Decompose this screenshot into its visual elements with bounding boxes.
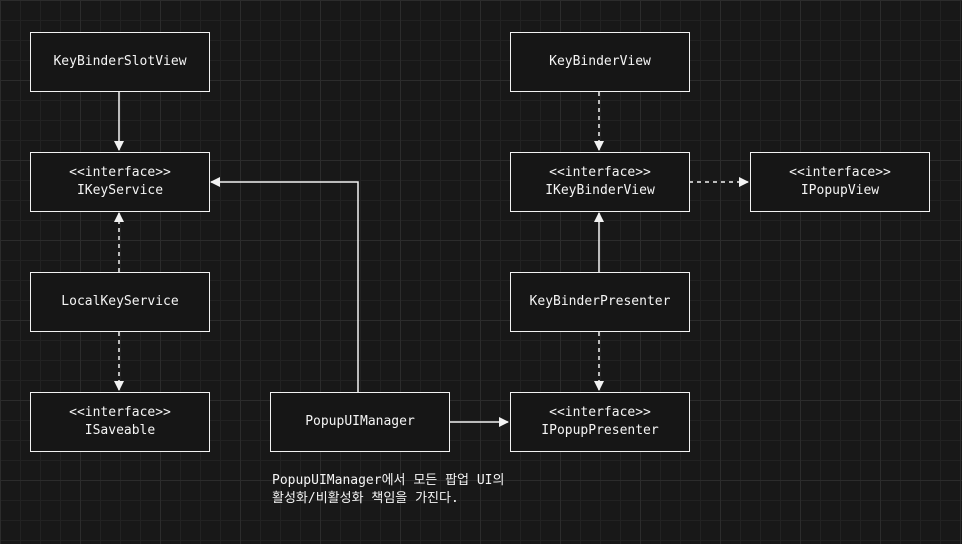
node-popup-ui-manager[interactable]: PopupUIManager	[270, 392, 450, 452]
node-label: IPopupView	[800, 183, 880, 198]
node-label: IKeyBinderView	[545, 183, 655, 198]
node-stereotype: <<interface>>	[69, 165, 171, 180]
node-ikey-service[interactable]: <<interface>> IKeyService	[30, 152, 210, 212]
note-text: PopupUIManager에서 모든 팝업 UI의 활성화/비활성화 책임을 …	[272, 472, 572, 508]
node-keybinder-view[interactable]: KeyBinderView	[510, 32, 690, 92]
node-stereotype: <<interface>>	[549, 165, 651, 180]
note-line-1: PopupUIManager에서 모든 팝업 UI의	[272, 473, 505, 488]
node-label: KeyBinderView	[549, 54, 651, 69]
node-ipopup-presenter[interactable]: <<interface>> IPopupPresenter	[510, 392, 690, 452]
node-label: ISaveable	[84, 423, 156, 438]
node-ipopup-view[interactable]: <<interface>> IPopupView	[750, 152, 930, 212]
node-keybinder-slot-view[interactable]: KeyBinderSlotView	[30, 32, 210, 92]
node-stereotype: <<interface>>	[69, 405, 171, 420]
node-label: IKeyService	[76, 183, 164, 198]
edge-popupuimanager-to-ikeyservice	[210, 177, 359, 392]
node-local-key-service[interactable]: LocalKeyService	[30, 272, 210, 332]
node-label: PopupUIManager	[305, 414, 415, 429]
node-ikeybinder-view[interactable]: <<interface>> IKeyBinderView	[510, 152, 690, 212]
node-keybinder-presenter[interactable]: KeyBinderPresenter	[510, 272, 690, 332]
node-label: LocalKeyService	[61, 294, 179, 309]
node-stereotype: <<interface>>	[789, 165, 891, 180]
node-stereotype: <<interface>>	[549, 405, 651, 420]
node-isaveable[interactable]: <<interface>> ISaveable	[30, 392, 210, 452]
note-line-2: 활성화/비활성화 책임을 가진다.	[272, 491, 459, 506]
node-label: IPopupPresenter	[541, 423, 659, 438]
node-label: KeyBinderSlotView	[53, 54, 187, 69]
node-label: KeyBinderPresenter	[529, 294, 671, 309]
